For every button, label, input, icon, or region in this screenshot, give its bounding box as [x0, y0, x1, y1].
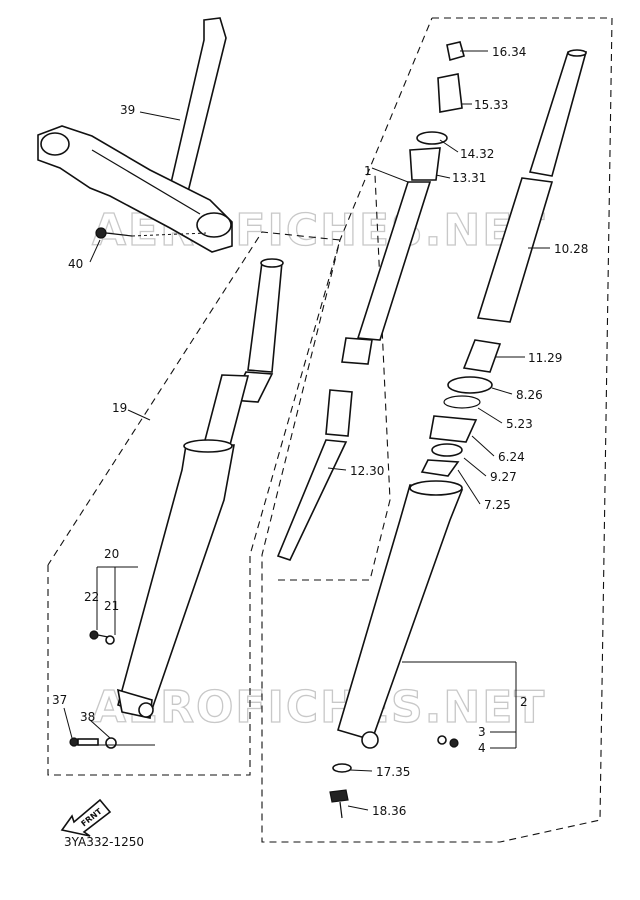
label-11-29: 11.29 [528, 351, 562, 365]
label-6-24: 6.24 [498, 450, 525, 464]
diagram-code: 3YA332-1250 [64, 835, 144, 849]
label-18-36: 18.36 [372, 804, 406, 818]
left-fork-boundary [47, 231, 341, 776]
label-8-26: 8.26 [516, 388, 543, 402]
label-9-27: 9.27 [490, 470, 517, 484]
watermark-bottom: AEROFICHES.NET [92, 682, 546, 733]
label-5-23: 5.23 [506, 417, 533, 431]
label-37: 37 [52, 693, 67, 707]
label-19: 19 [112, 401, 127, 415]
label-10-28: 10.28 [554, 242, 588, 256]
label-2: 2 [520, 695, 528, 709]
label-38: 38 [80, 710, 95, 724]
label-13-31: 13.31 [452, 171, 486, 185]
label-15-33: 15.33 [474, 98, 508, 112]
part-labels: 39 40 1 16.34 15.33 14.32 13.31 10.28 11… [52, 45, 588, 818]
under-bracket [37, 17, 233, 253]
label-4: 4 [478, 741, 486, 755]
label-39: 39 [120, 103, 135, 117]
label-3: 3 [478, 725, 486, 739]
leader-lines [63, 50, 550, 811]
label-14-32: 14.32 [460, 147, 494, 161]
front-direction-arrow: FRNT [60, 798, 112, 837]
label-20: 20 [104, 547, 119, 561]
label-12-30: 12.30 [350, 464, 384, 478]
label-7-25: 7.25 [484, 498, 511, 512]
inner-tube-boundary [278, 174, 391, 581]
label-1: 1 [364, 164, 372, 178]
right-fork-inner-parts [276, 41, 465, 561]
right-fork-outer-tube [337, 49, 588, 749]
label-17-35: 17.35 [376, 765, 410, 779]
label-21: 21 [104, 599, 119, 613]
label-22: 22 [84, 590, 99, 604]
bracket-bolt [95, 227, 207, 239]
label-16-34: 16.34 [492, 45, 526, 59]
left-fork-bolts [69, 630, 155, 749]
left-fork [116, 258, 284, 719]
right-fork-bolts [329, 735, 459, 819]
right-fork-boundary [261, 17, 613, 843]
label-40: 40 [68, 257, 83, 271]
